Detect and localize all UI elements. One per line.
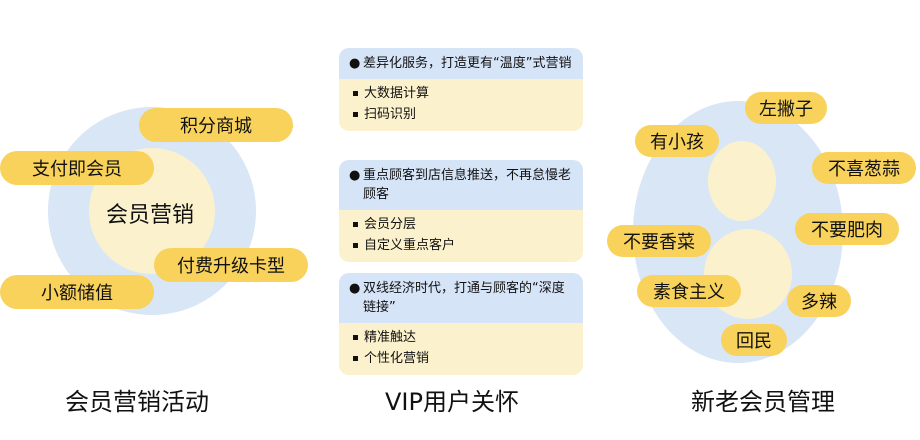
bullet-dot: ● — [349, 168, 361, 183]
pill-extra-spicy: 多辣 — [787, 285, 851, 317]
bullet-square-icon — [353, 112, 358, 117]
bullet-square-icon — [353, 222, 358, 227]
bullet-dot: ● — [349, 281, 361, 296]
list-item: 扫码识别 — [353, 104, 573, 125]
pill-no-onion-garlic: 不喜葱蒜 — [812, 152, 916, 184]
card-heading: 差异化服务，打造更有“温度”式营销 — [363, 56, 572, 71]
pill-vegetarian: 素食主义 — [637, 275, 741, 307]
right-section-title: 新老会员管理 — [691, 388, 835, 416]
middle-section-title: VIP用户关怀 — [385, 388, 519, 416]
pill-points-mall: 积分商城 — [139, 108, 293, 142]
pill-hui-ethnic: 回民 — [721, 324, 787, 356]
pill-no-fat-meat: 不要肥肉 — [795, 213, 899, 245]
list-item: 自定义重点客户 — [353, 235, 573, 256]
pill-left-handed: 左撇子 — [745, 92, 827, 124]
list-item: 个性化营销 — [353, 348, 573, 369]
pill-paid-upgrade: 付费升级卡型 — [154, 248, 308, 282]
card-heading: 双线经济时代，打通与顾客的“深度链接” — [363, 281, 565, 315]
bullet-square-icon — [353, 356, 358, 361]
bullet-dot: ● — [349, 56, 361, 71]
list-item: 精准触达 — [353, 327, 573, 348]
inner-circle-top — [708, 141, 776, 221]
bullet-square-icon — [353, 243, 358, 248]
care-card-3: ● 双线经济时代，打通与顾客的“深度链接” 精准触达 个性化营销 — [339, 273, 583, 375]
center-label: 会员营销 — [106, 203, 195, 228]
pill-pay-member: 支付即会员 — [0, 151, 154, 185]
list-item: 大数据计算 — [353, 83, 573, 104]
list-item: 会员分层 — [353, 214, 573, 235]
bullet-square-icon — [353, 91, 358, 96]
left-section-title: 会员营销活动 — [65, 388, 209, 416]
care-card-1: ● 差异化服务，打造更有“温度”式营销 大数据计算 扫码识别 — [339, 48, 583, 131]
care-card-2: ● 重点顾客到店信息推送，不再怠慢老顾客 会员分层 自定义重点客户 — [339, 160, 583, 262]
bullet-square-icon — [353, 335, 358, 340]
pill-small-deposit: 小额储值 — [0, 275, 154, 309]
card-heading: 重点顾客到店信息推送，不再怠慢老顾客 — [363, 168, 572, 202]
pill-has-child: 有小孩 — [635, 125, 719, 157]
pill-no-coriander: 不要香菜 — [607, 225, 711, 257]
